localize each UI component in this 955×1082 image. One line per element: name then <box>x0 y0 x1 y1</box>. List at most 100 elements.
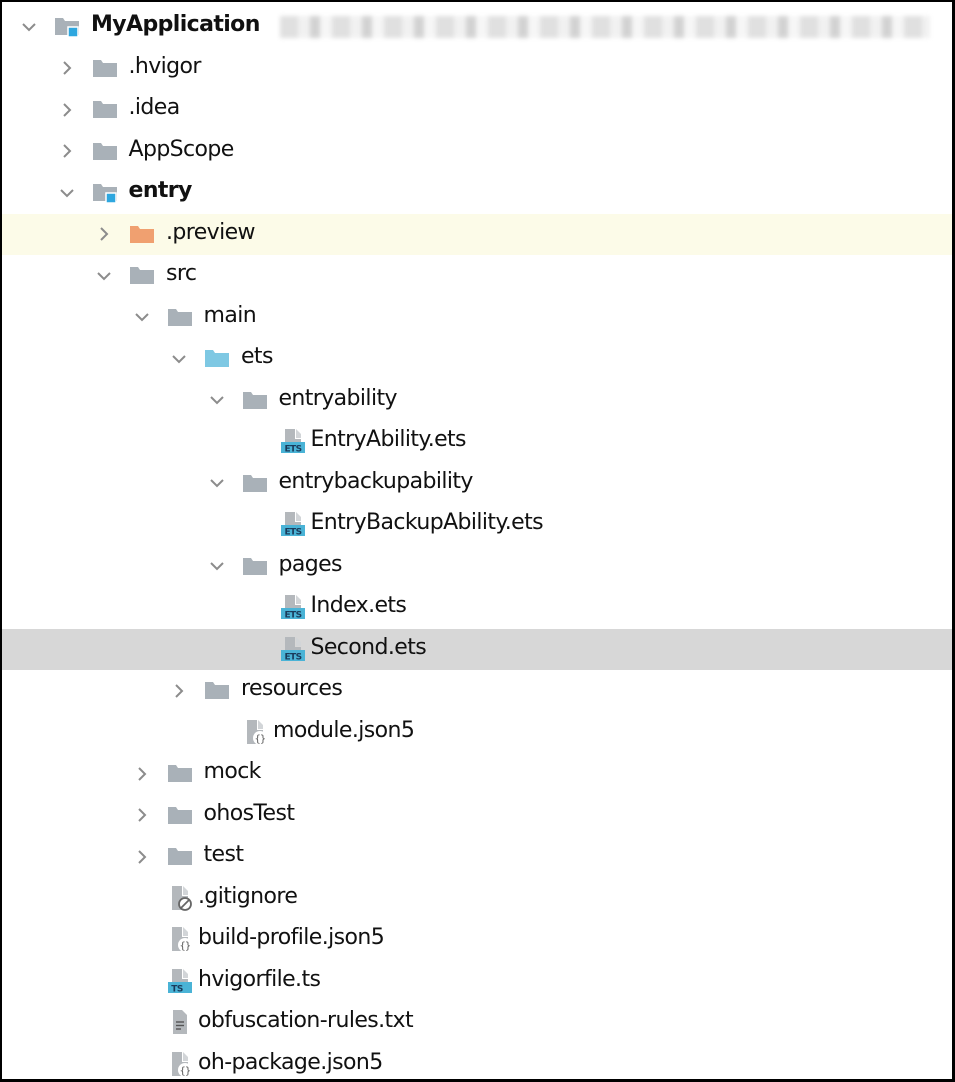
tree-item-oh-package-json5[interactable]: {} oh-package.json5 <box>2 1044 952 1080</box>
tree-item-ohostest[interactable]: ohosTest <box>2 795 952 837</box>
svg-text:{}: {} <box>180 1066 191 1077</box>
tree-item-label: .gitignore <box>198 883 298 909</box>
excluded-folder-icon <box>129 222 155 246</box>
json-file-icon: {} <box>242 719 268 745</box>
chevron-down-icon[interactable] <box>21 19 37 35</box>
tree-item-gitignore[interactable]: .gitignore <box>2 878 952 920</box>
tree-item-ets[interactable]: ets <box>2 338 952 380</box>
tree-item-pages[interactable]: pages <box>2 546 952 588</box>
tree-item-idea[interactable]: .idea <box>2 89 952 131</box>
svg-text:TS: TS <box>171 984 183 994</box>
tree-item-label: obfuscation-rules.txt <box>198 1008 414 1033</box>
tree-item-label: .idea <box>128 95 181 120</box>
chevron-right-icon[interactable] <box>134 849 150 865</box>
chevron-right-icon[interactable] <box>96 226 112 242</box>
tree-item-entryability[interactable]: entryability <box>2 380 952 422</box>
json-file-icon: {} <box>167 926 193 952</box>
tree-item-second-ets[interactable]: ETS Second.ets <box>2 628 952 670</box>
ets-file-icon: ETS <box>280 636 306 662</box>
svg-text:ETS: ETS <box>284 652 301 662</box>
svg-text:{}: {} <box>255 734 266 745</box>
tree-item-label: main <box>203 302 257 328</box>
chevron-right-icon[interactable] <box>134 766 150 782</box>
tree-item-label: src <box>166 261 197 286</box>
tree-item-module-json5[interactable]: {}module.json5 <box>2 712 952 754</box>
chevron-down-icon[interactable] <box>134 309 150 325</box>
tree-item-obfuscation-rules-txt[interactable]: obfuscation-rules.txt <box>2 1002 952 1044</box>
tree-item-build-profile-json5[interactable]: {} build-profile.json5 <box>2 919 952 961</box>
tree-item-label: .preview <box>166 219 256 245</box>
tree-item-entry[interactable]: entry <box>2 172 952 214</box>
chevron-down-icon[interactable] <box>59 185 75 201</box>
tree-item-label: test <box>203 842 244 867</box>
folder-icon <box>92 56 118 80</box>
ets-file-icon: ETS <box>280 511 306 538</box>
tree-item-label: entryability <box>278 385 398 411</box>
ets-file-icon: ETS <box>280 428 306 455</box>
tree-item-entryability-ets[interactable]: ETS EntryAbility.ets <box>2 421 952 463</box>
module-folder-icon <box>54 14 80 38</box>
tree-item-label: entrybackupability <box>278 468 474 494</box>
svg-text:ETS: ETS <box>284 611 301 621</box>
folder-icon <box>92 97 118 121</box>
tree-item-label: entry <box>128 178 193 203</box>
folder-icon <box>167 844 193 868</box>
json-file-icon: {} <box>167 1051 193 1077</box>
folder-icon <box>204 678 230 702</box>
tree-item-label: EntryAbility.ets <box>310 427 467 452</box>
gitignore-file-icon <box>167 885 193 911</box>
tree-item-test[interactable]: test <box>2 836 952 878</box>
tree-item-label: Second.ets <box>310 634 427 660</box>
chevron-right-icon[interactable] <box>59 102 75 118</box>
tree-item-src[interactable]: src <box>2 255 952 297</box>
chevron-down-icon[interactable] <box>209 558 225 574</box>
tree-item-entrybackupability[interactable]: entrybackupability <box>2 463 952 505</box>
folder-icon <box>167 803 193 827</box>
chevron-right-icon[interactable] <box>134 807 150 823</box>
tree-item-resources[interactable]: resources <box>2 670 952 712</box>
tree-item-preview[interactable]: .preview <box>2 213 952 255</box>
folder-icon <box>167 761 193 785</box>
tree-item-label: build-profile.json5 <box>198 925 385 950</box>
chevron-down-icon[interactable] <box>96 268 112 284</box>
tree-item-myapplication[interactable]: MyApplication <box>2 6 952 48</box>
tree-item-label: .hvigor <box>128 53 202 79</box>
ts-file-icon: TS <box>167 968 193 994</box>
source-folder-icon <box>204 346 230 370</box>
tree-item-mock[interactable]: mock <box>2 753 952 795</box>
tree-item-label: MyApplication <box>91 12 260 37</box>
chevron-down-icon[interactable] <box>171 351 187 367</box>
tree-item-label: ohosTest <box>203 800 295 826</box>
chevron-right-icon[interactable] <box>59 60 75 76</box>
tree-item-label: EntryBackupAbility.ets <box>310 510 544 535</box>
tree-item-label: hvigorfile.ts <box>198 966 321 992</box>
chevron-right-icon[interactable] <box>59 143 75 159</box>
chevron-right-icon[interactable] <box>171 683 187 699</box>
svg-text:ETS: ETS <box>284 528 301 538</box>
folder-icon <box>242 554 268 578</box>
tree-item-label: ets <box>241 344 273 369</box>
folder-icon <box>129 263 155 287</box>
project-path-redacted <box>280 16 930 38</box>
tree-item-entrybackupability-ets[interactable]: ETS EntryBackupAbility.ets <box>2 504 952 546</box>
tree-item-hvigor[interactable]: .hvigor <box>2 48 952 90</box>
tree-item-appscope[interactable]: AppScope <box>2 131 952 173</box>
ets-file-icon: ETS <box>280 594 306 621</box>
tree-item-label: AppScope <box>128 136 235 162</box>
module-folder-icon <box>92 180 118 204</box>
folder-icon <box>242 471 268 495</box>
chevron-down-icon[interactable] <box>209 475 225 491</box>
chevron-down-icon[interactable] <box>209 392 225 408</box>
tree-item-label: mock <box>203 759 262 784</box>
text-file-icon <box>167 1009 193 1034</box>
svg-text:{}: {} <box>180 941 191 952</box>
svg-text:ETS: ETS <box>284 445 301 455</box>
tree-item-label: pages <box>278 551 343 577</box>
tree-item-main[interactable]: main <box>2 297 952 339</box>
tree-item-hvigorfile-ts[interactable]: TS hvigorfile.ts <box>2 961 952 1003</box>
tree-item-label: oh-package.json5 <box>198 1049 383 1075</box>
folder-icon <box>242 388 268 412</box>
